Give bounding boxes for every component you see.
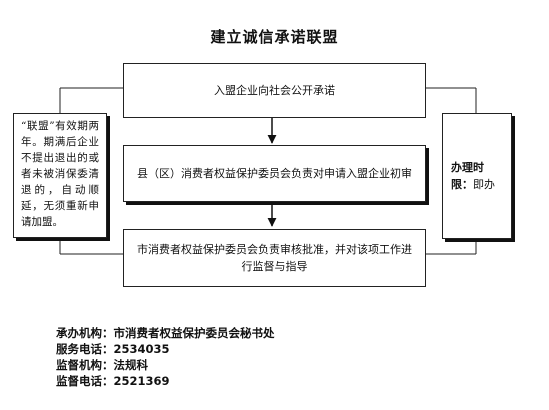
contact-value: 法规科 bbox=[113, 358, 149, 372]
contact-info: 承办机构：市消费者权益保护委员会秘书处 服务电话：2534035 监督机构：法规… bbox=[56, 325, 275, 389]
contact-value: 2521369 bbox=[113, 374, 170, 388]
contact-row-supervisor: 监督机构：法规科 bbox=[56, 357, 275, 373]
contact-key: 监督机构： bbox=[56, 358, 114, 372]
diagram-title: 建立诚信承诺联盟 bbox=[210, 28, 339, 46]
step-1-box: 入盟企业向社会公开承诺 bbox=[123, 63, 426, 118]
contact-value: 市消费者权益保护委员会秘书处 bbox=[113, 326, 275, 340]
step-3-text: 市消费者权益保护委员会负责审核批准，并对该项工作进行监督与指导 bbox=[137, 243, 412, 273]
processing-time-label: 办理时限： bbox=[451, 161, 484, 191]
contact-row-supervision-phone: 监督电话：2521369 bbox=[56, 373, 275, 389]
contact-row-service-phone: 服务电话：2534035 bbox=[56, 341, 275, 357]
step-3-box: 市消费者权益保护委员会负责审核批准，并对该项工作进行监督与指导 bbox=[123, 229, 426, 287]
validity-note-box: “联盟”有效期两年。期满后企业不提出退出的或者未被消保委清退的，自动顺延，无须重… bbox=[13, 113, 107, 238]
step-2-text: 县（区）消费者权益保护委员会负责对申请入盟企业初审 bbox=[137, 167, 412, 180]
contact-row-organizer: 承办机构：市消费者权益保护委员会秘书处 bbox=[56, 325, 275, 341]
contact-value: 2534035 bbox=[113, 342, 170, 356]
processing-time-value: 即办 bbox=[473, 178, 495, 191]
contact-key: 监督电话： bbox=[56, 374, 114, 388]
contact-key: 承办机构： bbox=[56, 326, 114, 340]
contact-key: 服务电话： bbox=[56, 342, 114, 356]
validity-note-text: “联盟”有效期两年。期满后企业不提出退出的或者未被消保委清退的，自动顺延，无须重… bbox=[21, 120, 99, 228]
processing-time-box: 办理时限：即办 bbox=[442, 113, 512, 239]
step-2-box: 县（区）消费者权益保护委员会负责对申请入盟企业初审 bbox=[123, 145, 426, 202]
step-1-text: 入盟企业向社会公开承诺 bbox=[214, 84, 335, 97]
